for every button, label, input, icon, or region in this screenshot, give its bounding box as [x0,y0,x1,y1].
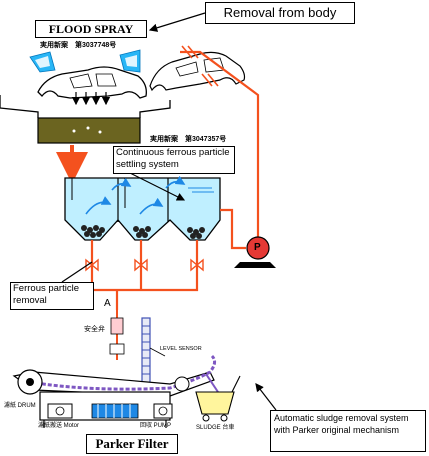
spray-nozzle-left [29,51,56,73]
removal-from-body-label: Removal from body [205,2,355,24]
sludge-cart-label: SLUDGE 台車 [196,425,235,431]
parker-filter-apparatus [12,310,219,428]
ferrous-removal-label: Ferrous particle removal [10,282,94,310]
spray-down-arrows [71,92,111,106]
car-body [37,66,147,99]
callout-removal [148,12,206,32]
filter-motor-label: 濾紙搬送 Motor [38,423,80,429]
pipe-to-pump [220,208,246,250]
utility-model-label-1: 実用新案 第3037748号 [40,42,117,49]
utility-model-label-2: 実用新案 第3047357号 [150,136,227,143]
settling-system-label: Continuous ferrous particle settling sys… [113,146,235,174]
callout-ferrous [61,261,93,283]
filter-drum-label: 濾紙 DRUM [4,403,36,409]
valves [85,258,204,272]
point-a-label: A [104,298,111,309]
pipe-return-to-pump [180,50,260,238]
settling-tanks [64,175,221,241]
callout-sludge [255,383,277,411]
sludge-cart [195,375,241,422]
safety-valve-label: 安全弁 [84,326,105,333]
spray-booth-frame-right [139,100,171,118]
flood-spray-label: FLOOD SPRAY [35,20,147,38]
spray-nozzle-right [119,49,141,73]
collection-tank [37,117,141,144]
level-sensor-label: LEVEL SENSOR [160,346,202,352]
parker-filter-label: Parker Filter [86,434,178,454]
pump [234,236,276,268]
pump-label: P [254,242,261,253]
spray-booth-frame [0,95,39,118]
sludge-removal-label: Automatic sludge removal system with Par… [270,410,426,452]
recovery-pump-label: 回収 PUMP [140,423,172,429]
